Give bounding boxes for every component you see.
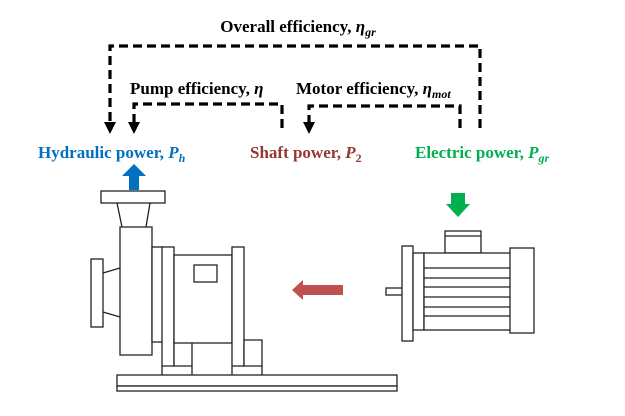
overall-efficiency-bracket bbox=[104, 44, 482, 134]
pump-efficiency-bracket bbox=[128, 102, 284, 134]
base-frame bbox=[116, 374, 398, 392]
electric-motor bbox=[385, 230, 535, 342]
motor-efficiency-label: Motor efficiency, ηmot bbox=[296, 79, 451, 101]
shaft-power-label: Shaft power, P2 bbox=[250, 143, 362, 165]
shaft-transfer-arrow-icon bbox=[292, 280, 343, 300]
centrifugal-pump bbox=[90, 190, 263, 367]
arrow-down-icon bbox=[104, 122, 116, 134]
electric-input-arrow-icon bbox=[446, 193, 470, 217]
hydraulic-power-label: Hydraulic power, Ph bbox=[38, 143, 186, 165]
nameplate bbox=[193, 264, 218, 283]
electric-power-label: Electric power, Pgr bbox=[415, 143, 550, 165]
motor-efficiency-bracket bbox=[303, 104, 462, 134]
arrow-down-icon bbox=[303, 122, 315, 134]
hydraulic-output-arrow-icon bbox=[122, 164, 146, 190]
overall-efficiency-label: Overall efficiency, ηgr bbox=[220, 17, 376, 39]
arrow-down-icon bbox=[128, 122, 140, 134]
pump-efficiency-label: Pump efficiency, η bbox=[130, 79, 264, 98]
